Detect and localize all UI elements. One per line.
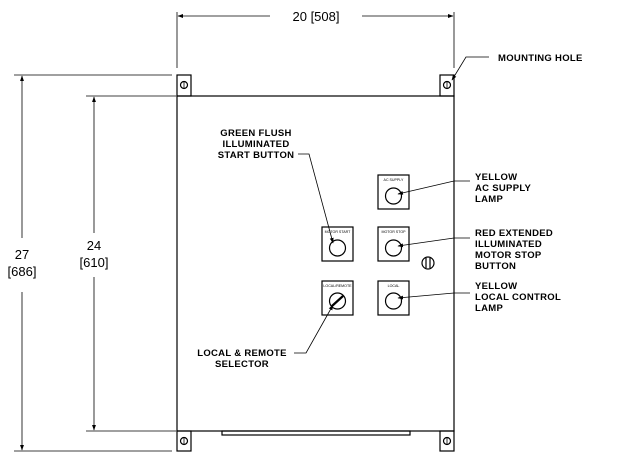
svg-text:ILLUMINATED: ILLUMINATED <box>475 239 542 250</box>
svg-text:LAMP: LAMP <box>475 303 503 314</box>
svg-text:RED EXTENDED: RED EXTENDED <box>475 228 553 239</box>
inner-height-metric: [610] <box>80 255 109 270</box>
nameplate-motor-start: MOTOR START <box>325 230 352 234</box>
width-dimension: 20 [508] <box>176 9 455 68</box>
nameplate-ac-supply: AC SUPPLY <box>384 178 405 182</box>
leader-motor-stop <box>397 237 470 248</box>
callout-mounting-hole: MOUNTING HOLE <box>498 53 583 64</box>
leader-selector <box>294 304 334 354</box>
callout-motor-stop-button: RED EXTENDED ILLUMINATED MOTOR STOP BUTT… <box>475 228 553 272</box>
svg-text:ILLUMINATED: ILLUMINATED <box>223 139 290 150</box>
door-lock-icon <box>421 256 435 270</box>
outer-height-dimension: 27 [686] <box>8 74 172 452</box>
svg-text:START BUTTON: START BUTTON <box>218 150 295 161</box>
outer-height-metric: [686] <box>8 264 37 279</box>
nameplate-local-remote: LOCAL/REMOTE <box>323 284 352 288</box>
width-label: 20 [508] <box>293 9 340 24</box>
mounting-tab-bottom-right <box>439 430 455 452</box>
enclosure-panel <box>176 95 455 432</box>
mounting-tab-top-left <box>176 74 192 97</box>
leader-ac-supply <box>397 180 470 195</box>
nameplate-motor-stop: MOTOR STOP <box>381 230 406 234</box>
leader-mounting-hole <box>451 56 489 81</box>
ac-supply-lamp: AC SUPPLY <box>377 174 410 210</box>
svg-text:BUTTON: BUTTON <box>475 261 516 272</box>
leader-start-button <box>298 153 334 244</box>
callout-ac-supply-lamp: YELLOW AC SUPPLY LAMP <box>475 172 532 205</box>
svg-text:MOTOR STOP: MOTOR STOP <box>475 250 542 261</box>
svg-text:SELECTOR: SELECTOR <box>215 359 269 370</box>
svg-text:LAMP: LAMP <box>475 194 503 205</box>
local-control-lamp: LOCAL <box>377 280 410 316</box>
mounting-tab-bottom-left <box>176 430 192 452</box>
callout-start-button: GREEN FLUSH ILLUMINATED START BUTTON <box>218 128 295 161</box>
outer-height-value: 27 <box>15 247 29 262</box>
svg-text:YELLOW: YELLOW <box>475 172 517 183</box>
svg-text:LOCAL & REMOTE: LOCAL & REMOTE <box>197 348 287 359</box>
motor-start-button: MOTOR START <box>321 226 354 262</box>
motor-stop-button: MOTOR STOP <box>377 226 410 262</box>
leader-local-lamp <box>397 292 470 300</box>
svg-text:AC SUPPLY: AC SUPPLY <box>475 183 532 194</box>
nameplate-local: LOCAL <box>388 284 400 288</box>
callout-selector: LOCAL & REMOTE SELECTOR <box>197 348 287 370</box>
svg-text:GREEN FLUSH: GREEN FLUSH <box>220 128 291 139</box>
bottom-gland-plate <box>221 430 411 436</box>
svg-text:LOCAL CONTROL: LOCAL CONTROL <box>475 292 561 303</box>
local-remote-selector: LOCAL/REMOTE <box>321 280 354 316</box>
inner-height-value: 24 <box>87 238 101 253</box>
leader-lines <box>294 56 489 354</box>
callout-local-control-lamp: YELLOW LOCAL CONTROL LAMP <box>475 281 561 314</box>
mounting-tab-top-right <box>439 74 455 97</box>
inner-height-dimension: 24 [610] <box>80 95 176 432</box>
svg-text:YELLOW: YELLOW <box>475 281 517 292</box>
